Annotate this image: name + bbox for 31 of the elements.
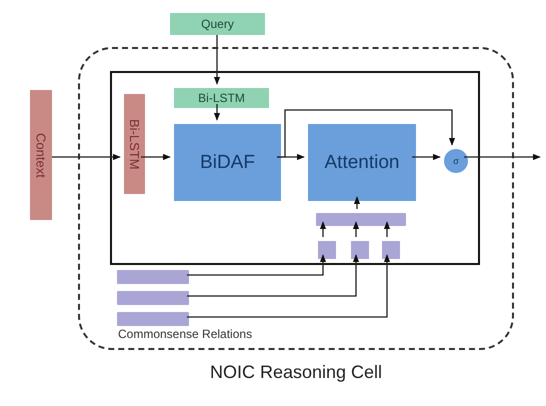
relation-bar: [117, 312, 189, 326]
relation-box: [318, 241, 336, 259]
arrow: [354, 196, 360, 209]
encoder-block: Bi-LSTM: [174, 88, 269, 108]
node-label: NOIC Reasoning Cell: [210, 362, 382, 383]
arrow: [187, 254, 390, 318]
arrow: [141, 154, 171, 160]
arrow: [352, 221, 360, 237]
arrow: [187, 254, 360, 297]
module-frame: [110, 71, 480, 265]
arrow: [277, 109, 456, 158]
process-box: BiDAF: [174, 124, 281, 201]
input-block: Context: [30, 90, 52, 220]
relation-bar: [316, 213, 406, 226]
relation-box: [351, 241, 369, 259]
relation-bar: [117, 270, 189, 284]
encoder-block: Query: [170, 13, 265, 35]
arrow: [412, 154, 441, 160]
gate-circle: σ: [444, 149, 468, 173]
arrow: [214, 104, 220, 121]
relation-box: [382, 241, 400, 259]
arrow: [214, 35, 220, 85]
arrow: [320, 221, 326, 237]
process-box: Attention: [308, 124, 416, 201]
arrow: [187, 254, 326, 276]
arrow: [464, 154, 541, 160]
arrow: [384, 221, 390, 237]
encoder-block: Bi-LSTM: [124, 94, 145, 194]
relation-bar: [117, 291, 189, 305]
arrow: [52, 154, 121, 160]
group-label: Commonsense Relations: [118, 327, 252, 341]
